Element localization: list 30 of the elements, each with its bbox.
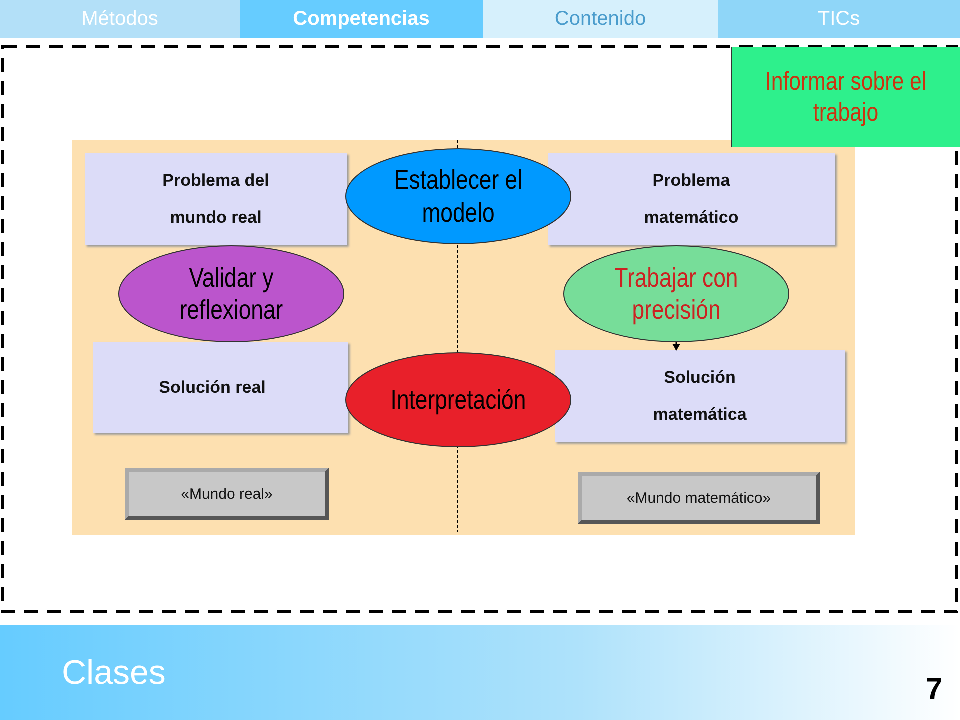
box-label: «Mundo real»: [181, 486, 273, 502]
process-ellipse: [345, 148, 572, 245]
process-ellipse: [118, 245, 345, 343]
box-label: «Mundo matemático»: [626, 490, 772, 506]
process-ellipse: [345, 352, 572, 448]
world-label-box: [578, 472, 820, 524]
stage-box: [555, 350, 845, 442]
note-box: [731, 47, 960, 147]
step-label: Trabajar con precisión: [614, 262, 740, 326]
box-label: Solución matemática: [652, 366, 748, 426]
step-label: Interpretación: [390, 384, 528, 416]
nav-tab: Contenido: [483, 0, 718, 38]
arrow: [672, 342, 680, 351]
page-number: 7: [926, 673, 943, 707]
box-label: Problema matemático: [643, 170, 740, 229]
world-label-box: [125, 468, 329, 520]
box-label: Problema del mundo real: [162, 170, 270, 229]
nav-tab: Competencias: [240, 0, 483, 38]
stage-box: [93, 342, 348, 433]
box-label: Solución real: [159, 376, 266, 399]
step-label: Establecer el modelo: [394, 164, 524, 229]
section-title: Clases: [62, 654, 166, 693]
diagram-panel: [72, 140, 855, 535]
process-ellipse: [563, 245, 790, 343]
step-label: Informar sobre el trabajo: [764, 66, 928, 128]
nav-tab: Métodos: [0, 0, 240, 38]
nav-tab: TICs: [718, 0, 960, 38]
step-label: Validar y reflexionar: [178, 262, 284, 326]
stage-box: [85, 153, 347, 245]
stage-box: [548, 153, 835, 245]
